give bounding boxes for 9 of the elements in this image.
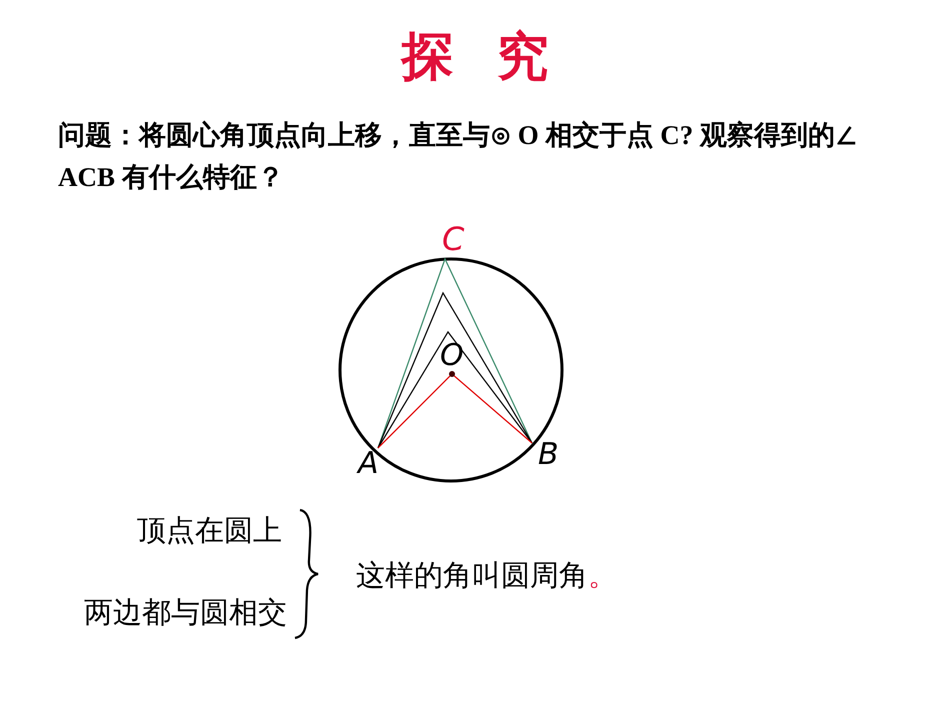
condition-text: 顶点在圆上: [137, 514, 282, 549]
conclusion-text: 这样的角叫圆周角。: [356, 559, 617, 594]
question-text: 问题：将圆心角顶点向上移，直至与⊙ O 相交于点 C? 观察得到的∠ ACB 有什么特征？: [58, 119, 858, 194]
title: 探 究: [399, 28, 550, 88]
point-label: O: [440, 338, 464, 373]
point-label: C: [442, 220, 464, 258]
point-label: A: [358, 446, 379, 481]
condition-text: 两边都与圆相交: [84, 596, 287, 631]
point-label: B: [538, 437, 559, 472]
